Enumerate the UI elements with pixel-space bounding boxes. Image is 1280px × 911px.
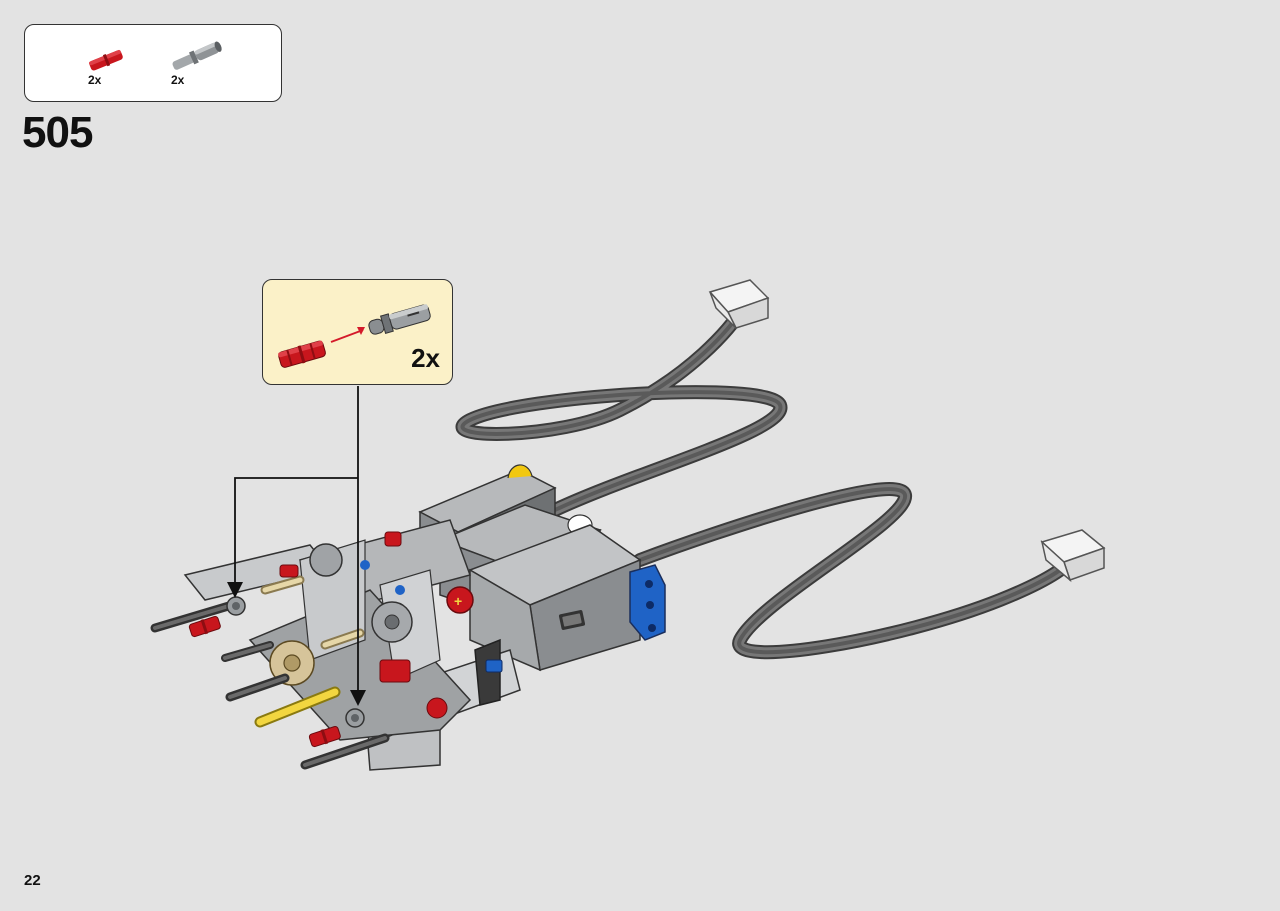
red-axle-pin-icon (278, 340, 326, 368)
red-axle-pins (188, 615, 341, 748)
sub-assembly-callout: 2x (262, 279, 453, 385)
page-number: 22 (24, 872, 41, 889)
grey-connector-peg-icon (172, 41, 222, 70)
callout-quantity: 2x (411, 343, 440, 373)
motor-front (468, 524, 666, 672)
grey-connector-peg-icon (368, 304, 431, 335)
callout-insert-illustration (278, 304, 431, 368)
svg-text:+: + (454, 593, 462, 609)
part-quantity: 2x (88, 73, 102, 87)
cable-lower (633, 482, 1082, 660)
part-quantity: 2x (171, 73, 185, 87)
yellow-axles (254, 575, 365, 728)
cable-upper (455, 298, 788, 517)
axles (150, 600, 390, 770)
arrow-icon (330, 327, 365, 343)
parts-list-box: 2x 2x (24, 24, 282, 102)
step-number: 505 (22, 108, 93, 157)
red-axle-pin-icon (89, 49, 123, 71)
callout-leader-lines (234, 386, 359, 690)
connector-plug-upper (708, 279, 770, 329)
grey-connector-pegs (226, 596, 365, 728)
red-details: + (279, 531, 503, 719)
connector-plug-lower (1040, 529, 1106, 583)
gear-cluster (269, 543, 413, 686)
callout-arrow-heads (227, 582, 366, 706)
